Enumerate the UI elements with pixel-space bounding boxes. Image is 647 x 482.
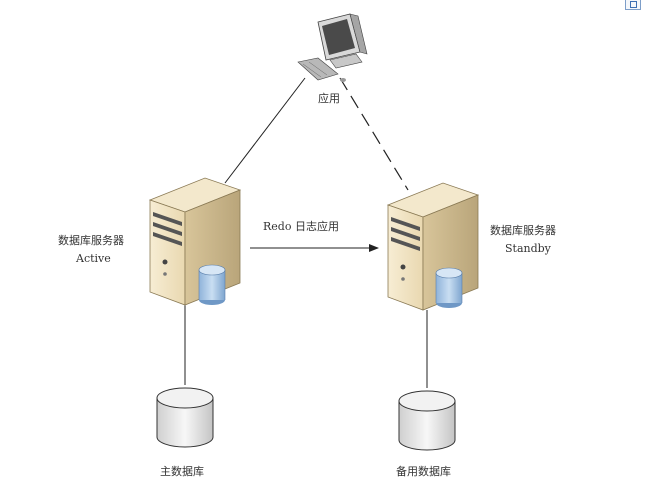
client-to-primary-line: [224, 77, 306, 184]
client-to-standby-dashed-line: [339, 77, 409, 191]
primary-database-label: 主数据库: [160, 464, 204, 478]
primary-server-label-line2: Active: [75, 252, 111, 265]
primary-database-icon: [156, 387, 214, 448]
standby-server-label-line2: Standby: [505, 242, 552, 255]
client-label: 应用: [318, 91, 340, 105]
standby-database-icon: [398, 390, 456, 451]
primary-server-label-line1: 数据库服务器: [58, 233, 124, 247]
standby-database-label: 备用数据库: [396, 464, 451, 478]
primary-server-icon: [148, 177, 242, 306]
window-icon: [625, 0, 641, 10]
standby-server-icon: [386, 182, 480, 311]
standby-server-label-line1: 数据库服务器: [490, 223, 556, 237]
redo-arrow-label: Redo 日志应用: [263, 219, 339, 233]
desktop-computer-icon: [297, 13, 368, 82]
